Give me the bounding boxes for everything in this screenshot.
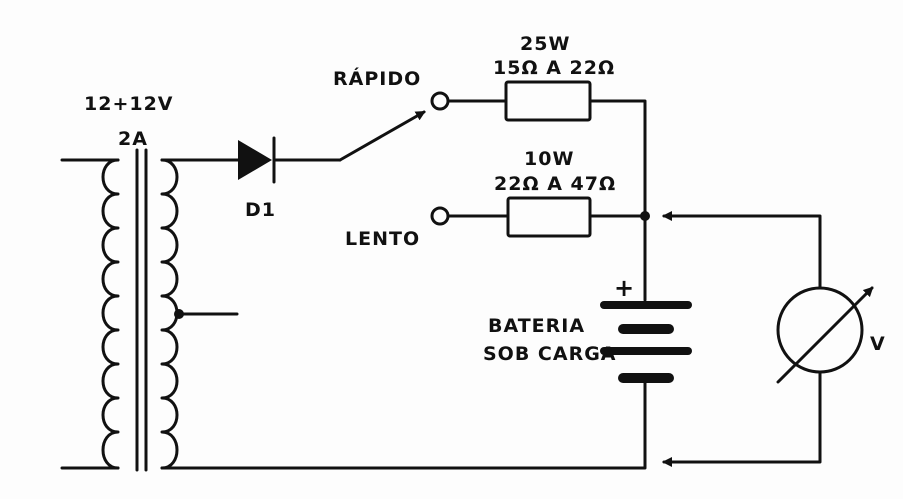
diode-d1: D1 (160, 136, 342, 221)
battery-label-1: BATERIA (488, 315, 585, 337)
voltmeter: V (662, 211, 886, 467)
transformer-voltage: 12+12V (84, 93, 174, 115)
slow-label: LENTO (345, 228, 420, 250)
resistor-slow-range: 22Ω A 47Ω (494, 173, 616, 195)
transformer: 12+12V 2A (60, 93, 239, 472)
resistor-body (504, 80, 592, 122)
voltmeter-label: V (870, 333, 886, 355)
resistor-fast-power: 25W (520, 33, 570, 55)
probe-wire-top (662, 211, 822, 290)
probe-wire-bottom (662, 370, 822, 467)
resistor-fast-range: 15Ω A 22Ω (493, 57, 615, 79)
battery-plate (618, 373, 674, 383)
wire (160, 381, 647, 470)
fast-label: RÁPIDO (333, 67, 421, 90)
battery-plus: + (614, 274, 635, 302)
selector-switch: RÁPIDO LENTO (333, 67, 450, 250)
resistor-slow: 10W 22Ω A 47Ω (446, 148, 650, 238)
primary-coil (101, 158, 120, 470)
junction-dot (640, 211, 650, 221)
transformer-current: 2A (118, 128, 148, 150)
fast-terminal[interactable] (430, 91, 450, 111)
battery-plate (600, 347, 692, 355)
voltmeter-arrow (776, 286, 874, 384)
switch-arm[interactable] (338, 110, 426, 162)
slow-terminal[interactable] (430, 206, 450, 226)
diode-label: D1 (245, 199, 276, 221)
battery-plate (618, 324, 674, 334)
resistor-fast: 25W 15Ω A 22Ω (446, 33, 647, 302)
resistor-body (506, 196, 592, 238)
wire (446, 99, 647, 302)
battery-label-2: SOB CARGA (483, 343, 617, 365)
diode-symbol (238, 140, 272, 180)
battery: + BATERIA SOB CARGA (160, 274, 692, 470)
resistor-slow-power: 10W (524, 148, 574, 170)
battery-plate (600, 301, 692, 309)
voltmeter-body (776, 286, 864, 374)
